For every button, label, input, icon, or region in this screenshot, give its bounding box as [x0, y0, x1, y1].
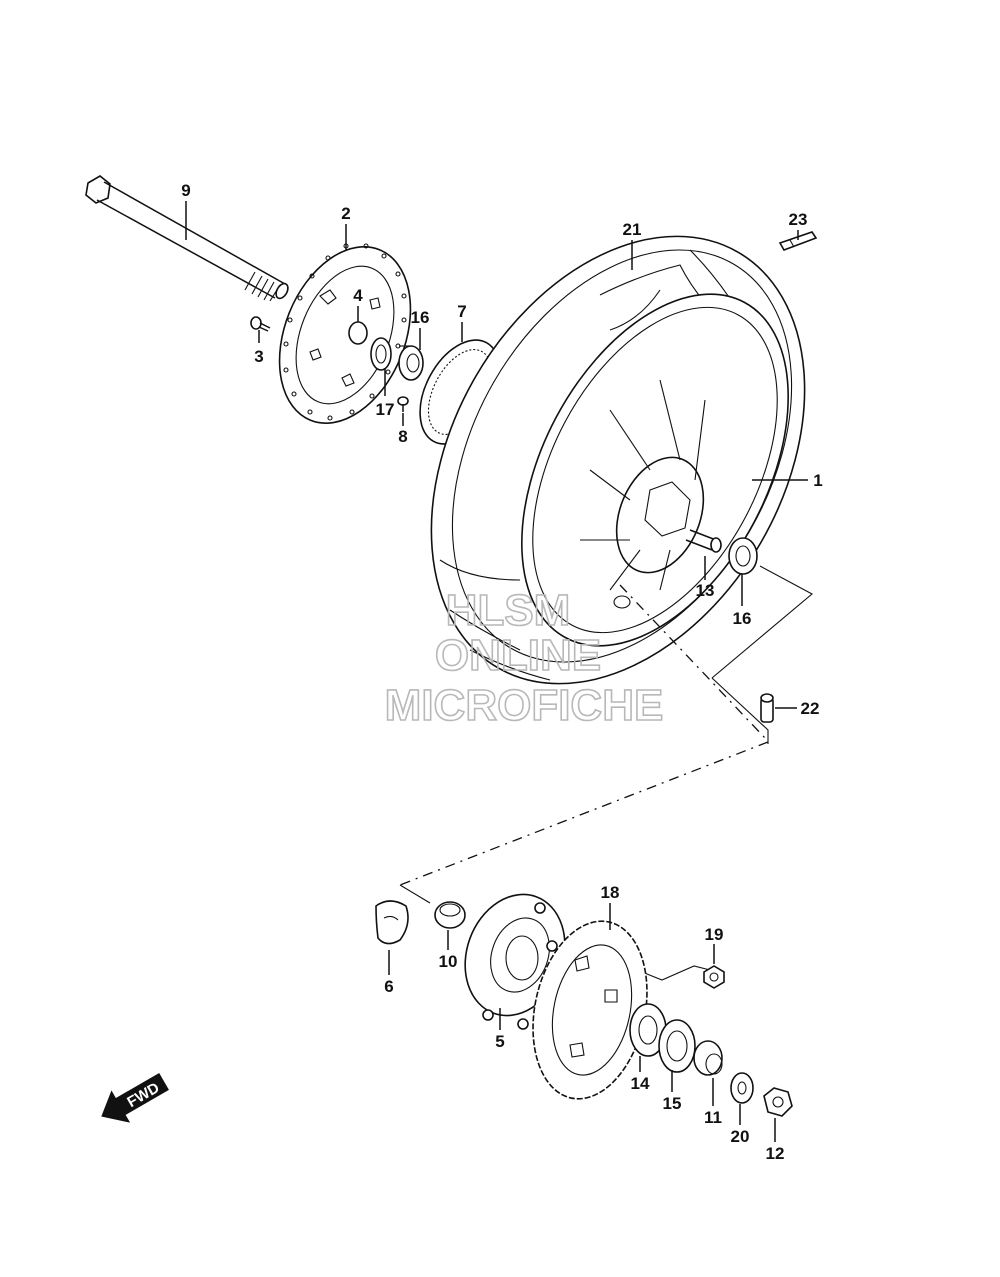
callout-14: 14	[631, 1074, 650, 1093]
bearing-16-upper-part	[398, 345, 424, 381]
callout-12: 12	[766, 1144, 785, 1163]
spacer-10-part	[434, 901, 466, 929]
fwd-arrow-icon	[101, 1073, 169, 1123]
callout-16-upper: 16	[411, 308, 430, 327]
damper-part	[375, 900, 409, 945]
callout-21: 21	[623, 220, 642, 239]
spacer-11-part	[693, 1040, 723, 1076]
wheel-rim-part	[521, 293, 789, 647]
callout-13: 13	[696, 581, 715, 600]
callout-22: 22	[801, 699, 820, 718]
washer-20-part	[730, 1072, 754, 1104]
oil-seal-15-part	[658, 1019, 696, 1073]
callout-20: 20	[731, 1127, 750, 1146]
brake-disc-part	[278, 243, 412, 425]
callout-4: 4	[353, 286, 363, 305]
callout-8: 8	[398, 427, 407, 446]
callout-23: 23	[789, 210, 808, 229]
watermark-line-1: HLSM	[446, 586, 571, 635]
callout-19: 19	[705, 925, 724, 944]
axle-part	[85, 175, 289, 302]
watermark-line-3: MICROFICHE	[385, 681, 664, 730]
bearing-17-part	[370, 337, 392, 371]
callout-9: 9	[181, 181, 190, 200]
callout-labels: 9 2 3 4 16 7 17 8 21 23 1 13 16 22 18 19…	[181, 181, 822, 1163]
callout-15: 15	[663, 1094, 682, 1113]
callout-6: 6	[384, 977, 393, 996]
callout-5: 5	[495, 1032, 504, 1051]
callout-10: 10	[439, 952, 458, 971]
callout-16-lower: 16	[733, 609, 752, 628]
disc-bolt-part	[250, 316, 271, 332]
callout-11: 11	[704, 1108, 722, 1127]
watermark: HLSM ONLINE MICROFICHE	[384, 585, 664, 731]
callout-18: 18	[601, 883, 620, 902]
forward-direction-arrow: FWD	[101, 1073, 169, 1123]
callout-7: 7	[457, 302, 466, 321]
spacer-13-part	[685, 529, 722, 553]
watermark-line-2: ONLINE	[435, 631, 601, 680]
assembly-lines	[399, 565, 813, 981]
sprocket-nut-part	[703, 965, 725, 989]
balance-weight-part	[778, 231, 818, 251]
callout-1: 1	[813, 471, 822, 490]
air-valve-part	[760, 693, 774, 723]
callout-3: 3	[254, 347, 263, 366]
axle-nut-12-part	[763, 1087, 793, 1117]
callout-2: 2	[341, 204, 350, 223]
screw-8-part	[397, 396, 409, 412]
bearing-16-lower-part	[728, 537, 758, 575]
leader-lines	[185, 201, 808, 1142]
callout-17: 17	[376, 400, 395, 419]
